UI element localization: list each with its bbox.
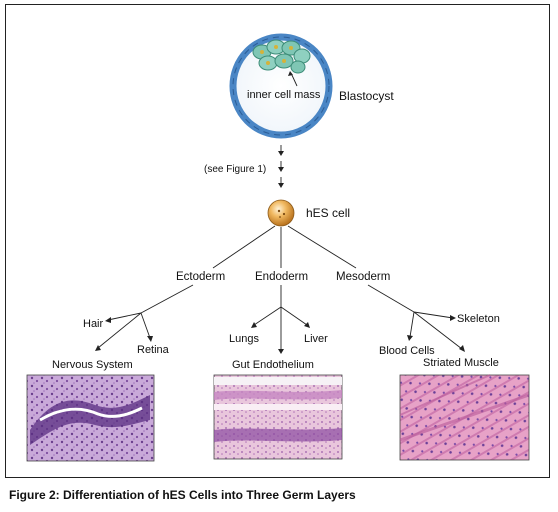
retina-label: Retina	[137, 344, 170, 356]
hair-label: Hair	[83, 318, 104, 330]
blastocyst: inner cell mass	[229, 33, 333, 139]
see-figure-label: (see Figure 1)	[204, 164, 266, 175]
trophoblast-cells	[232, 36, 330, 136]
blastocyst-label: Blastocyst	[339, 89, 394, 103]
inner-cell-mass-label: inner cell mass	[247, 89, 321, 101]
ectoderm-label: Ectoderm	[176, 271, 225, 283]
muscle-tissue-micrograph	[399, 374, 530, 461]
endoderm-derivative-arrows	[251, 285, 310, 354]
hes-cell-label: hES cell	[306, 206, 350, 220]
endoderm-label: Endoderm	[255, 271, 308, 283]
gut-endothelium-label: Gut Endothelium	[232, 359, 314, 371]
hes-cell	[267, 199, 295, 227]
gut-tissue-micrograph	[213, 374, 343, 460]
icm-pointer-arrowhead	[288, 71, 293, 76]
figure-caption: Figure 2: Differentiation of hES Cells i…	[9, 488, 356, 502]
nervous-system-label: Nervous System	[52, 359, 133, 371]
blood-cells-label: Blood Cells	[379, 345, 435, 357]
liver-label: Liver	[304, 333, 328, 345]
skeleton-label: Skeleton	[457, 313, 500, 325]
ectoderm-derivative-arrows	[95, 284, 194, 351]
striated-muscle-label: Striated Muscle	[423, 357, 499, 369]
mesoderm-derivative-arrows	[367, 284, 465, 352]
inner-cell-mass	[252, 39, 311, 74]
mesoderm-label: Mesoderm	[336, 271, 390, 283]
germ-layer-branches	[212, 225, 357, 269]
nervous-tissue-micrograph	[26, 374, 155, 462]
lungs-label: Lungs	[229, 333, 259, 345]
culture-arrows	[278, 145, 284, 188]
